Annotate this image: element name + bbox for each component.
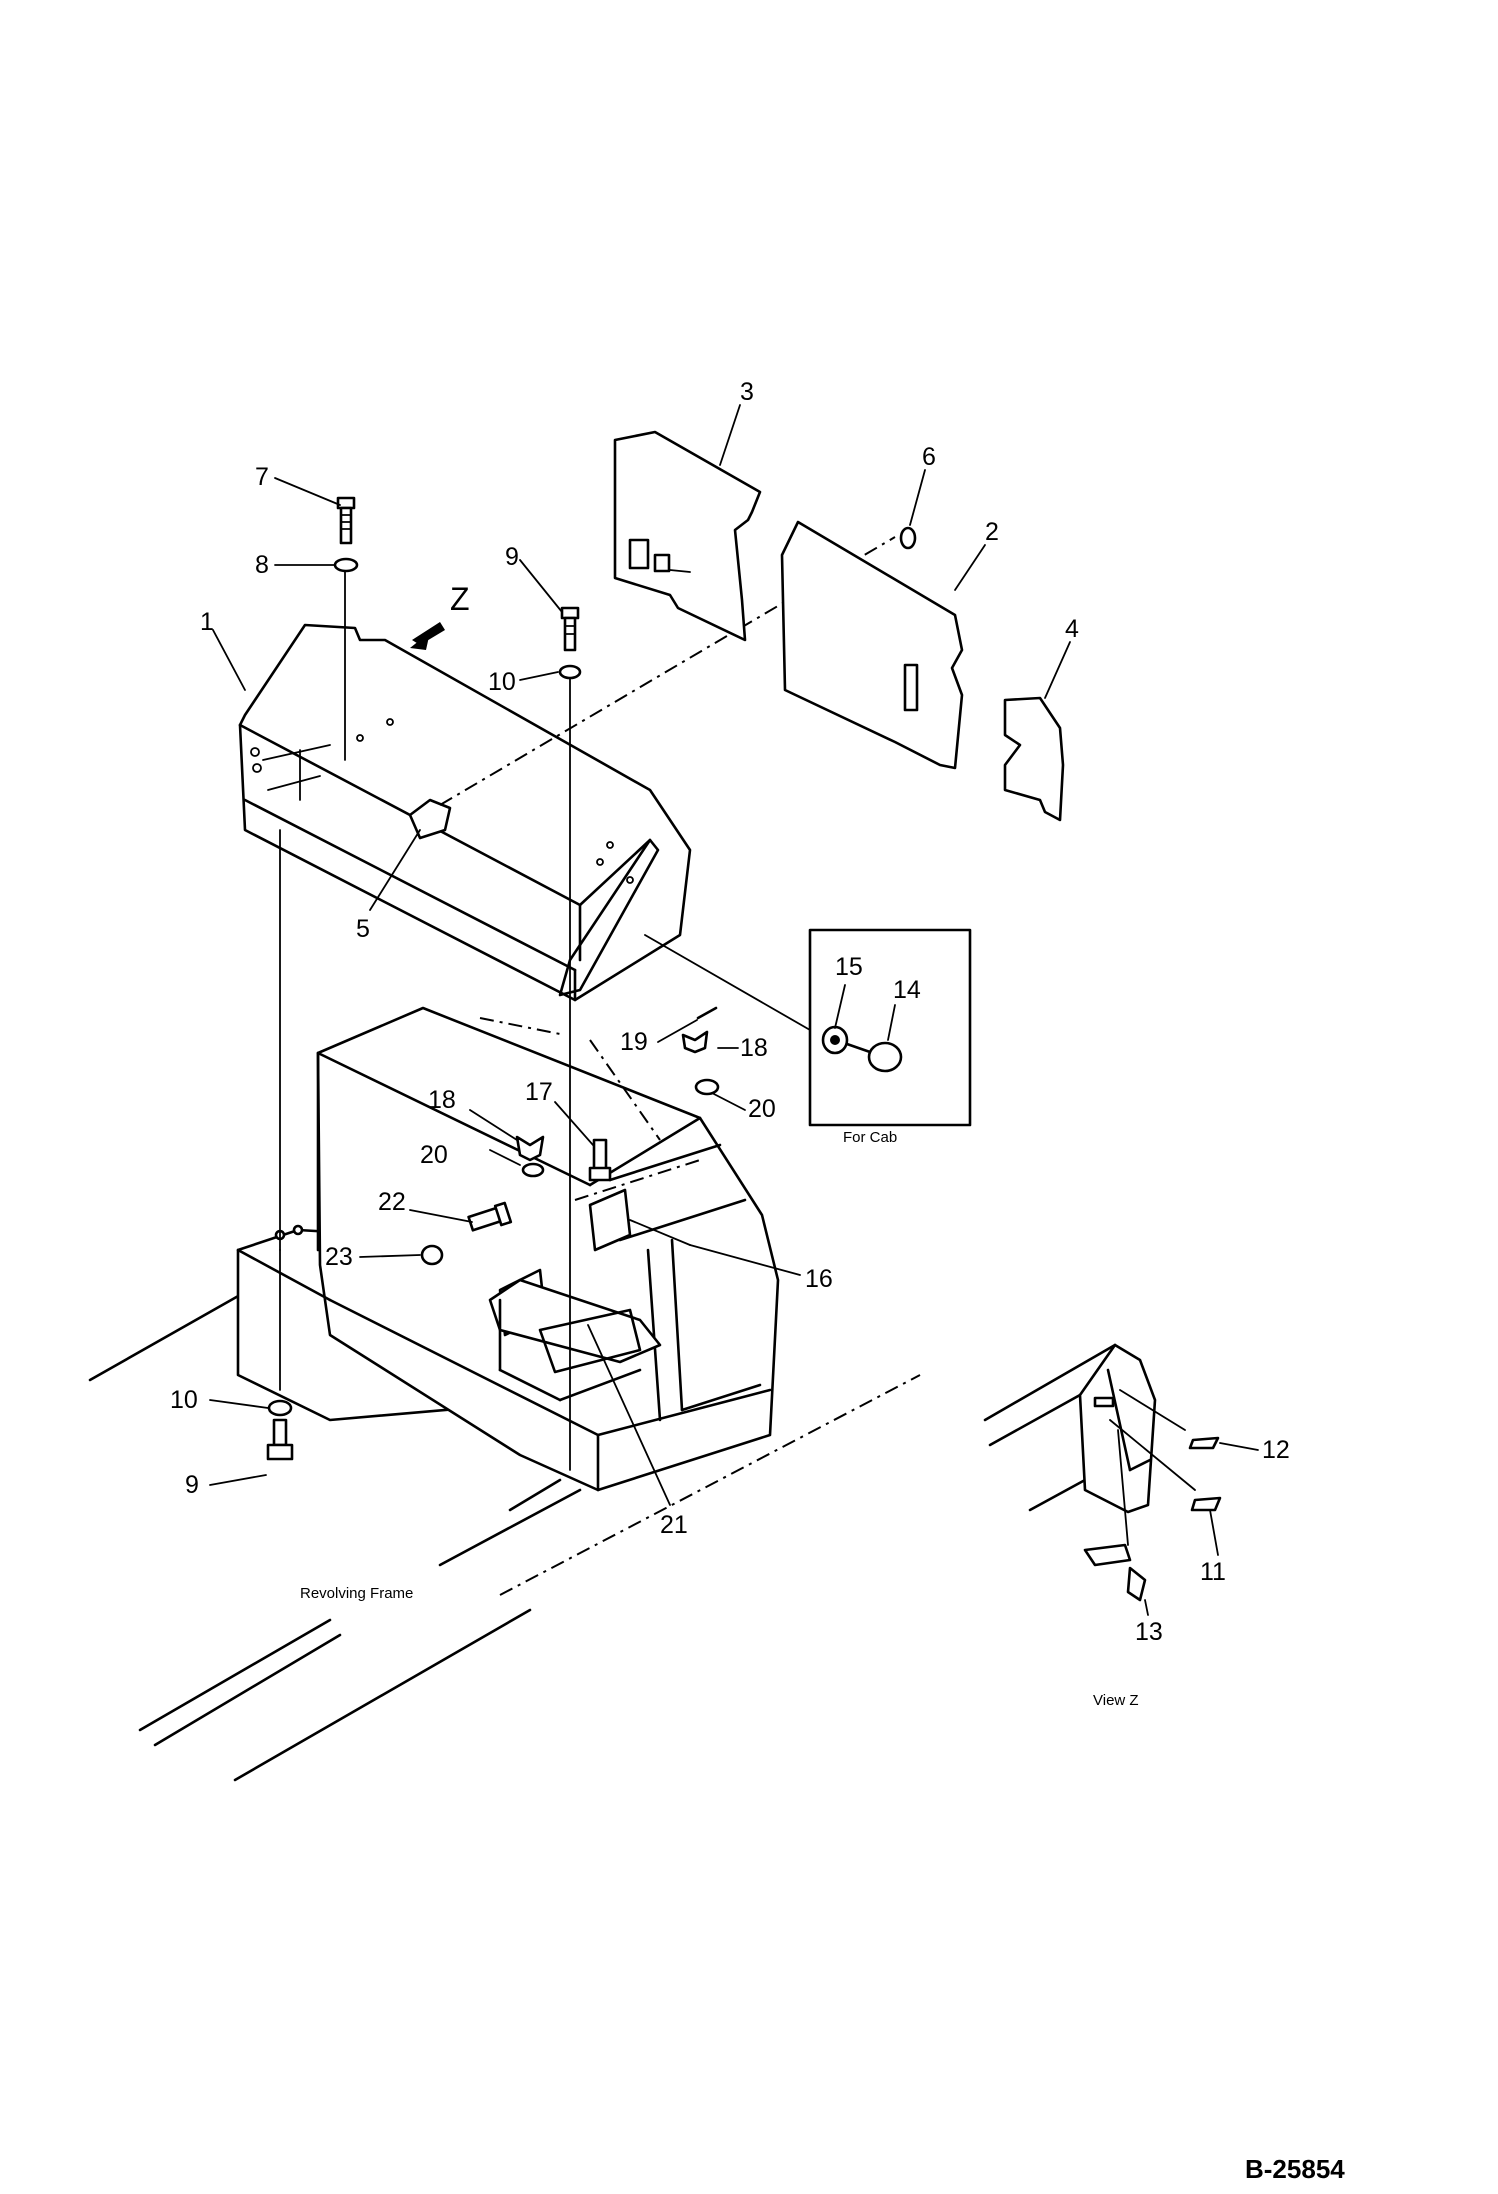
- washer-23: [420, 1244, 444, 1266]
- washer-10-bottom: [267, 1399, 293, 1417]
- callout-20-left: 20: [420, 1141, 448, 1169]
- washer-20-right: [694, 1078, 720, 1096]
- for-cab-caption: For Cab: [843, 1129, 897, 1146]
- for-cab-inset: [808, 928, 972, 1127]
- figure-code: B-25854: [1245, 2154, 1345, 2184]
- callout-17: 17: [525, 1078, 553, 1106]
- callout-13: 13: [1135, 1618, 1163, 1646]
- washer-20-left: [521, 1162, 545, 1178]
- view-z-caption: View Z: [1093, 1692, 1139, 1709]
- view-z-arrow: [410, 622, 445, 650]
- callout-2: 2: [985, 518, 999, 546]
- callout-21: 21: [660, 1511, 688, 1539]
- cover-panel-3: [613, 430, 762, 642]
- bolt-9-bottom: [266, 1418, 294, 1461]
- callout-18-right: 18: [740, 1034, 768, 1062]
- callout-14: 14: [893, 976, 921, 1004]
- callout-11: 11: [1200, 1558, 1226, 1586]
- wing-nut-18-right: [681, 1030, 709, 1054]
- bolt-9-top: [560, 606, 580, 652]
- callout-10-top: 10: [488, 668, 516, 696]
- callout-labels: 3 6 2 4 7 8 9 10 1 Z 5 15 14 For Cab 19 …: [170, 378, 1345, 2184]
- view-marker-z: Z: [450, 581, 470, 617]
- callout-9-top: 9: [505, 543, 519, 571]
- callout-leaders: [209, 404, 1259, 1616]
- callout-18-left: 18: [428, 1086, 456, 1114]
- callout-10-bottom: 10: [170, 1386, 198, 1414]
- callout-1: 1: [200, 608, 214, 636]
- callout-16: 16: [805, 1265, 833, 1293]
- callout-3: 3: [740, 378, 754, 406]
- callout-22: 22: [378, 1188, 406, 1216]
- callout-23: 23: [325, 1243, 353, 1271]
- bolt-7: [336, 496, 356, 545]
- lower-cover-assembly: [236, 1006, 780, 1492]
- callout-20-right: 20: [748, 1095, 776, 1123]
- view-z-detail: [983, 1343, 1222, 1602]
- revolving-frame-caption: Revolving Frame: [300, 1585, 413, 1602]
- callout-6: 6: [922, 443, 936, 471]
- callout-8: 8: [255, 551, 269, 579]
- washer-8: [333, 557, 359, 573]
- pin-19: [696, 1006, 718, 1020]
- upper-cover: [238, 623, 692, 1002]
- callout-9-bottom: 9: [185, 1471, 199, 1499]
- callout-5: 5: [356, 915, 370, 943]
- stud-17: [588, 1138, 612, 1182]
- callout-19: 19: [620, 1028, 648, 1056]
- cover-panel-4: [1003, 696, 1065, 822]
- washer-10-top: [558, 664, 582, 680]
- bolt-22: [467, 1201, 513, 1232]
- callout-12: 12: [1262, 1436, 1290, 1464]
- wing-nut-18-left: [515, 1135, 545, 1162]
- callout-15: 15: [835, 953, 863, 981]
- callout-4: 4: [1065, 615, 1079, 643]
- callout-7: 7: [255, 463, 269, 491]
- cover-panel-2: [780, 520, 964, 770]
